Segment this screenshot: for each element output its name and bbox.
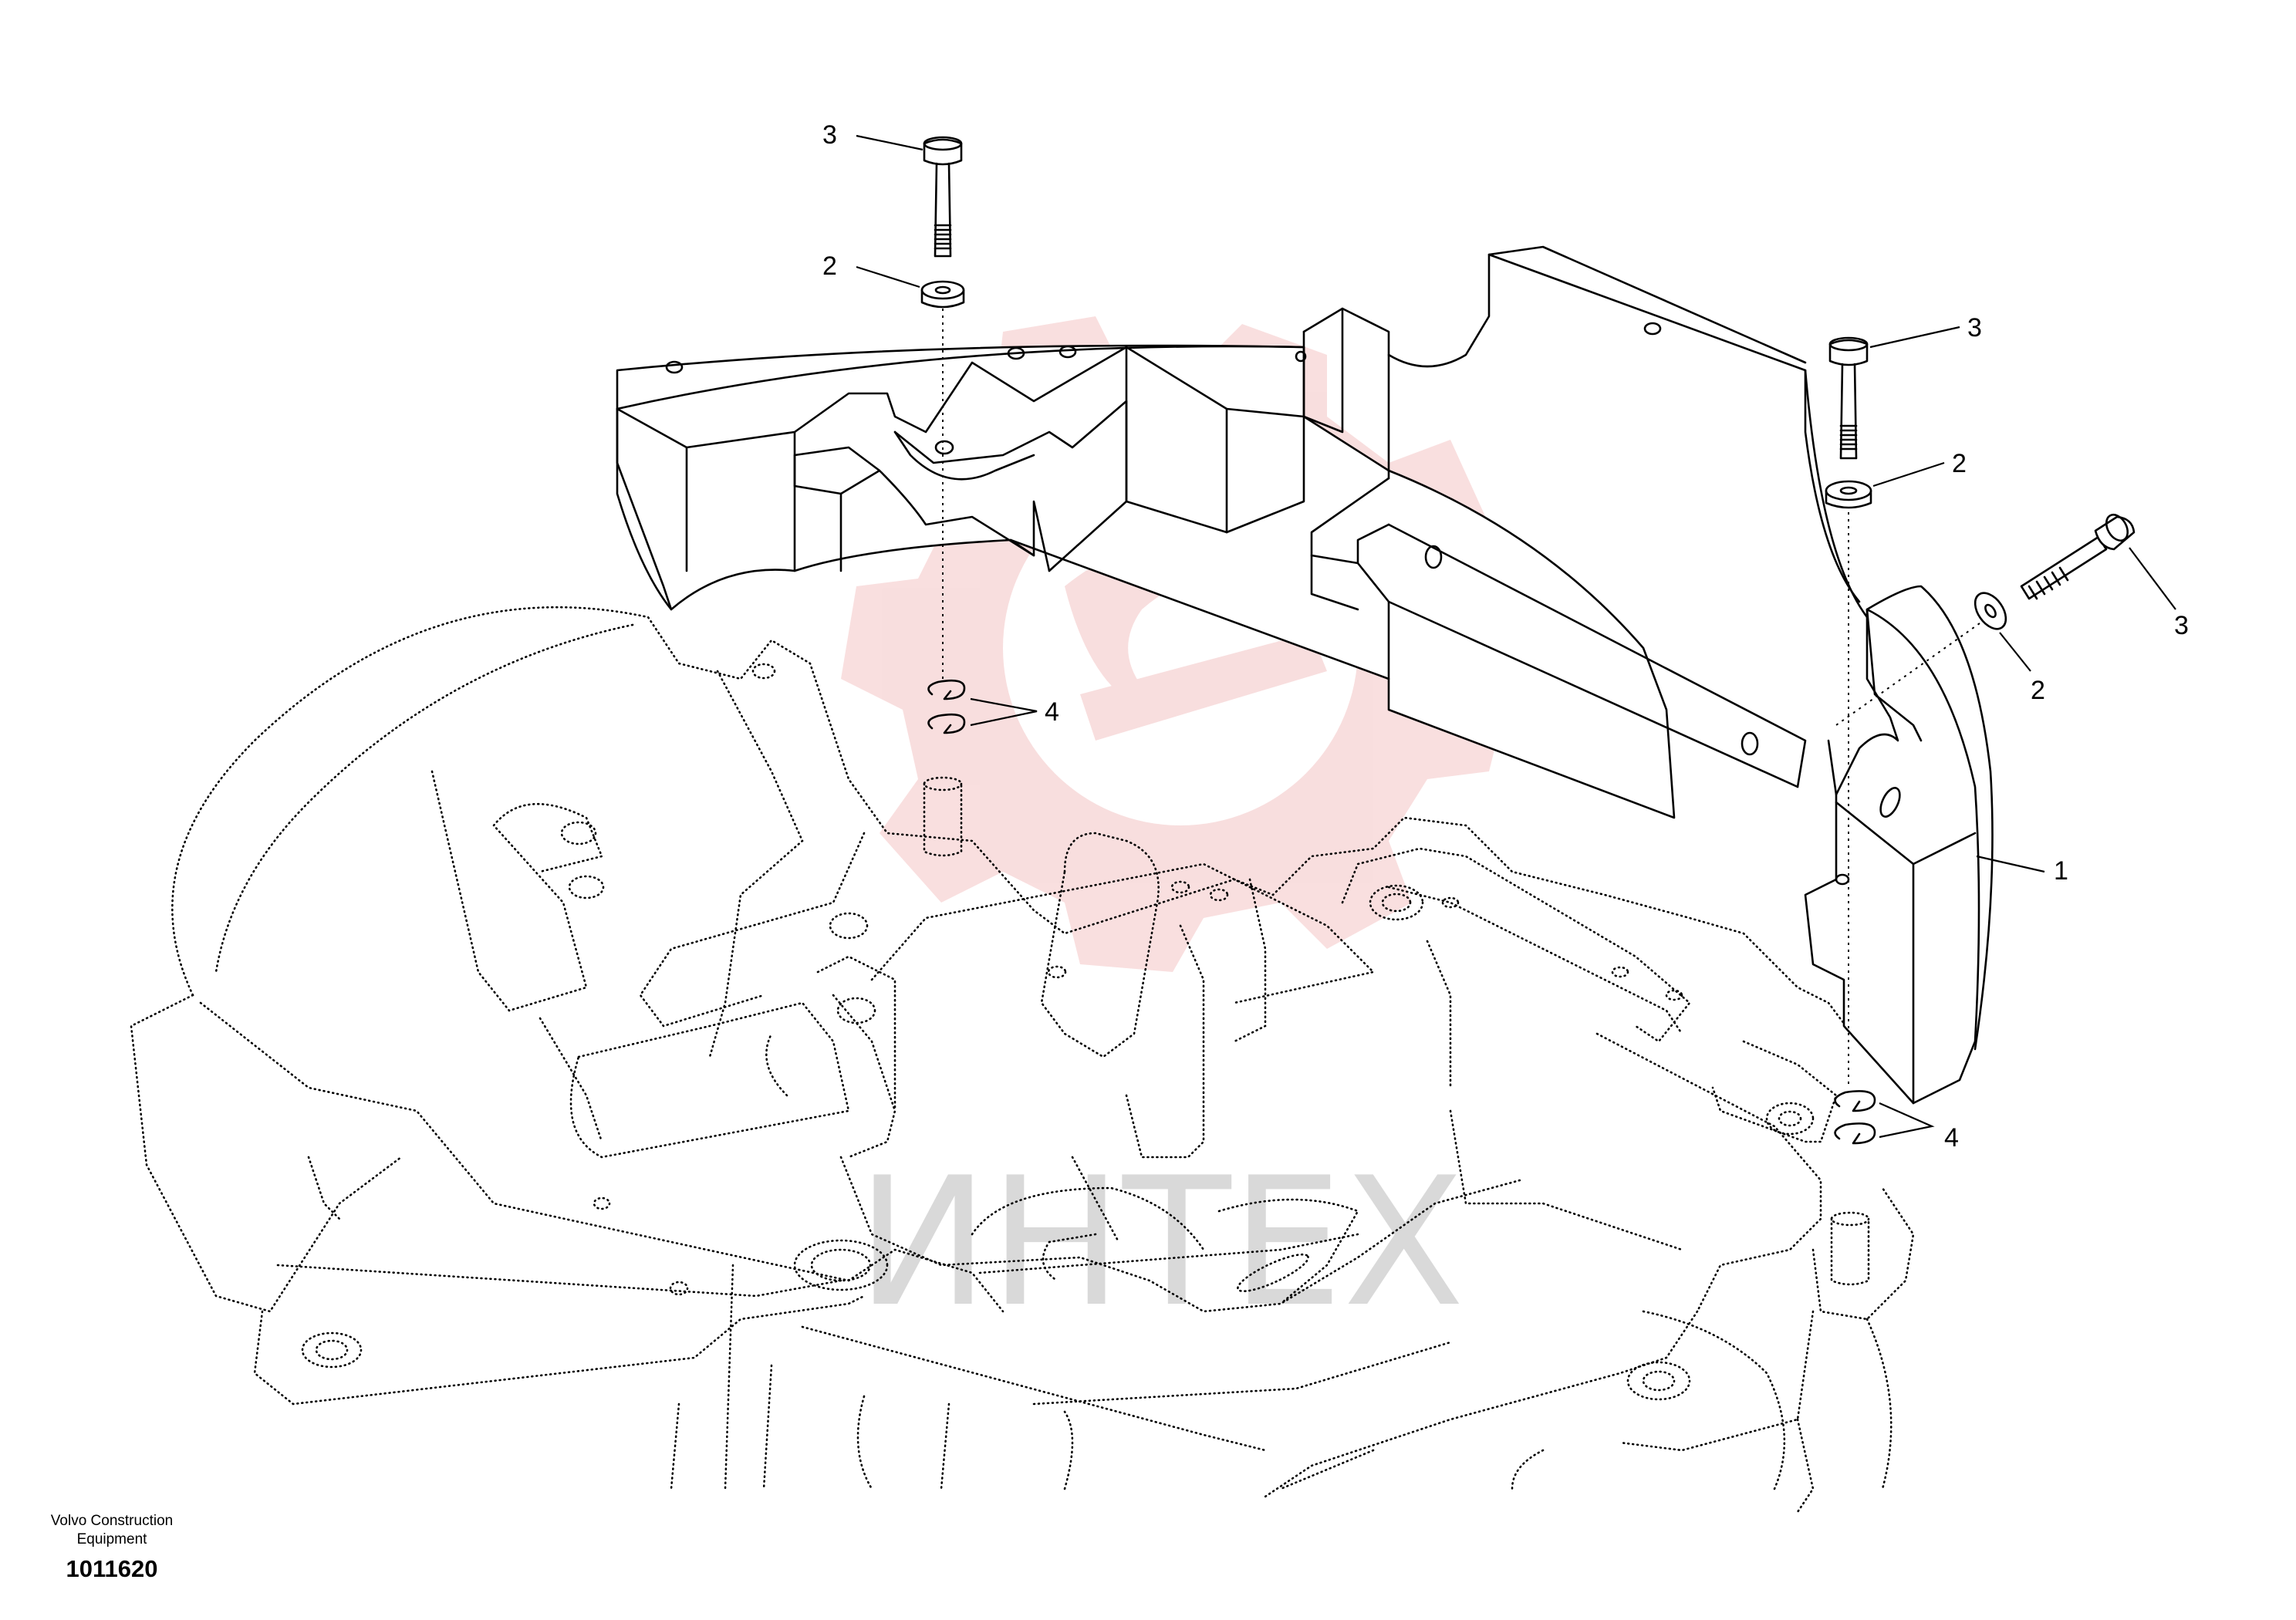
pin-icon bbox=[1830, 1211, 1870, 1286]
callout-2-right: 2 bbox=[1952, 449, 1967, 478]
callout-1-counterweight: 1 bbox=[2054, 856, 2068, 886]
bolt-icon bbox=[923, 136, 963, 258]
leader-lines bbox=[856, 134, 2176, 1139]
bolt-icon bbox=[1828, 336, 1869, 460]
callout-labels: 3 2 3 2 3 2 4 1 4 bbox=[822, 120, 2189, 1153]
washer-icon bbox=[920, 280, 965, 309]
upper-frame-outline bbox=[130, 606, 1915, 1514]
hardware-left-stack bbox=[920, 136, 966, 857]
watermark-text: ИНТЕХ bbox=[856, 1140, 1464, 1346]
callout-3-top-right: 3 bbox=[1967, 313, 1982, 343]
company-line-2: Equipment bbox=[76, 1531, 147, 1547]
frame-holes bbox=[301, 663, 1815, 1401]
callout-4-right: 4 bbox=[1944, 1123, 1959, 1153]
lock-clip-icon bbox=[1834, 1090, 1876, 1145]
washer-icon bbox=[1974, 592, 2007, 630]
drawing-number: 1011620 bbox=[66, 1555, 158, 1582]
callout-3-top-left: 3 bbox=[822, 120, 837, 150]
callout-3-side: 3 bbox=[2174, 611, 2189, 640]
callout-2-left: 2 bbox=[822, 251, 837, 281]
pin-icon bbox=[923, 776, 963, 857]
footer-company: Volvo Construction Equipment bbox=[46, 1512, 177, 1549]
callout-4-left: 4 bbox=[1045, 697, 1059, 727]
callout-2-side: 2 bbox=[2031, 676, 2045, 705]
hardware-right-stack bbox=[1825, 336, 2136, 1286]
company-line-1: Volvo Construction bbox=[50, 1513, 174, 1529]
lock-clip-icon bbox=[927, 679, 966, 734]
washer-icon bbox=[1825, 480, 1872, 509]
bolt-icon bbox=[2020, 513, 2136, 600]
